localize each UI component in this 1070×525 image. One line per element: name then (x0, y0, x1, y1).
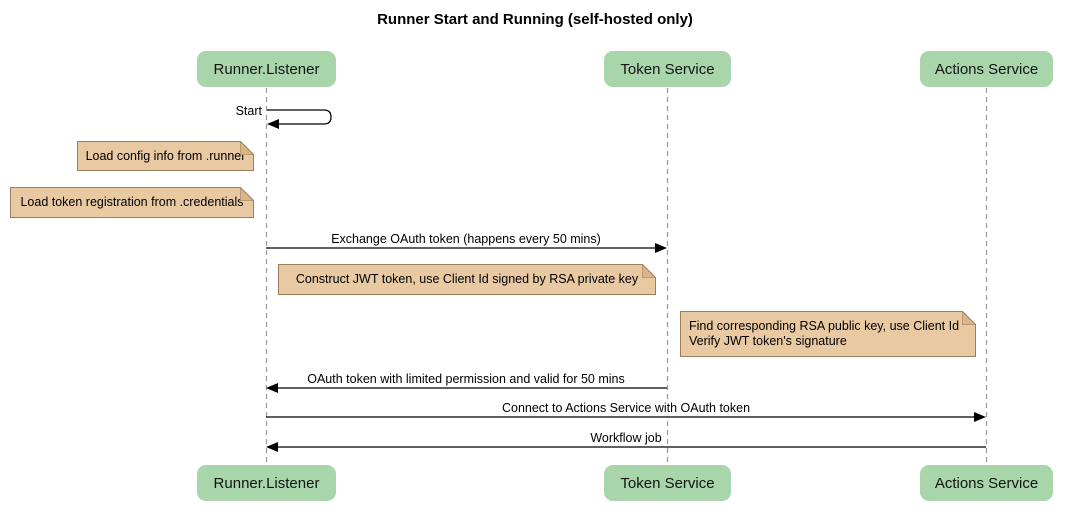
message-arrow-connect-actions (266, 412, 986, 422)
actor-top-runner-listener: Runner.Listener (197, 51, 336, 87)
message-arrow-exchange-oauth (266, 243, 667, 253)
note-fold-icon (240, 141, 254, 155)
note-load-config: Load config info from .runner (77, 141, 254, 171)
note-verify-jwt: Find corresponding RSA public key, use C… (680, 311, 976, 357)
message-arrow-workflow-job (266, 442, 986, 452)
actor-top-token-service: Token Service (604, 51, 731, 87)
note-load-credentials: Load token registration from .credential… (10, 187, 254, 218)
diagram-title: Runner Start and Running (self-hosted on… (377, 11, 693, 28)
message-arrow-oauth-token-return (266, 383, 667, 393)
message-arrowhead (266, 383, 278, 393)
message-arrowhead (266, 442, 278, 452)
note-fold-icon (642, 264, 656, 278)
note-text-line1: Find corresponding RSA public key, use C… (689, 319, 960, 333)
note-text: Load token registration from .credential… (20, 195, 244, 209)
note-construct-jwt: Construct JWT token, use Client Id signe… (278, 264, 656, 295)
note-fold-icon (240, 187, 254, 201)
note-text: Construct JWT token, use Client Id signe… (295, 272, 639, 286)
self-message-arrowhead (267, 119, 279, 129)
message-arrowhead (974, 412, 986, 422)
note-text-line2: Verify JWT token's signature (689, 334, 847, 348)
self-message-arrow (267, 109, 332, 129)
note-fold-icon (962, 311, 976, 325)
actor-top-actions-service: Actions Service (920, 51, 1053, 87)
message-label-connect-actions: Connect to Actions Service with OAuth to… (498, 401, 754, 416)
actor-bottom-runner-listener: Runner.Listener (197, 465, 336, 501)
self-message-label: Start (235, 104, 262, 118)
message-arrowhead (655, 243, 667, 253)
actor-bottom-actions-service: Actions Service (920, 465, 1053, 501)
self-message-line (267, 109, 332, 125)
message-label-exchange-oauth: Exchange OAuth token (happens every 50 m… (328, 232, 604, 247)
message-label-oauth-token-return: OAuth token with limited permission and … (304, 372, 628, 387)
actor-bottom-token-service: Token Service (604, 465, 731, 501)
note-text: Load config info from .runner (85, 148, 246, 163)
message-label-workflow-job: Workflow job (587, 431, 665, 446)
